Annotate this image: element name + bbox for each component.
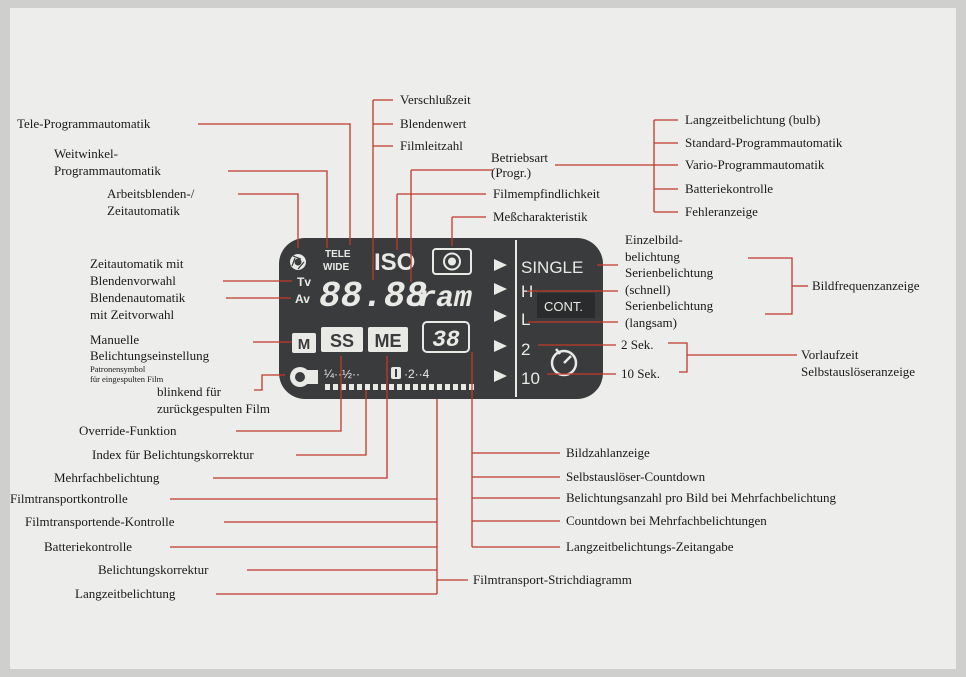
lcd-me-badge: ME <box>368 327 408 352</box>
label-fehleranzeige: Fehleranzeige <box>685 204 758 219</box>
aperture-icon <box>290 254 306 270</box>
label-zeitautomatik-2: Blendenvorwahl <box>90 273 176 288</box>
arrow-icon <box>494 340 507 352</box>
arrow-icon <box>494 283 507 295</box>
label-zwei-sek: 2 Sek. <box>621 337 654 352</box>
lcd-ten: 10 <box>521 369 540 388</box>
label-serien-schnell-2: (schnell) <box>625 282 670 297</box>
label-einzelbild-1: Einzelbild- <box>625 232 683 247</box>
lcd-l: L <box>521 310 530 329</box>
label-blinkend-1: blinkend für <box>157 384 222 399</box>
label-batteriekontrolle-left: Batteriekontrolle <box>44 539 132 554</box>
label-belichtungskorrektur: Belichtungskorrektur <box>98 562 209 577</box>
lcd-scale-right: ·2··4 <box>404 367 430 381</box>
label-filmleitzahl: Filmleitzahl <box>400 138 463 153</box>
lcd-iso: ISO <box>374 249 415 276</box>
label-vorlaufzeit-1: Vorlaufzeit <box>801 347 859 362</box>
label-betriebsart-1: Betriebsart <box>491 150 548 165</box>
label-einzelbild-2: belichtung <box>625 249 680 264</box>
lcd-body <box>279 238 603 399</box>
lcd-m: M <box>298 336 311 353</box>
lcd-cont: CONT. <box>544 299 583 314</box>
label-blendenautomatik-1: Blendenautomatik <box>90 290 186 305</box>
label-filmempfindlichkeit: Filmempfindlichkeit <box>493 186 600 201</box>
label-verschlusszeit: Verschlußzeit <box>400 92 471 107</box>
label-bildfrequenzanzeige: Bildfrequenzanzeige <box>812 278 920 293</box>
lcd-digits: 88.88 <box>319 276 427 317</box>
label-langzeit-zeitangabe: Langzeitbelichtungs-Zeitangabe <box>566 539 734 554</box>
lcd-ram: ram <box>418 282 472 316</box>
cartridge-icon <box>290 367 318 387</box>
label-belichtungsanzahl: Belichtungsanzahl pro Bild bei Mehrfachb… <box>566 490 837 505</box>
lcd-divider <box>515 240 517 397</box>
lcd-wide: WIDE <box>323 262 349 273</box>
label-blendenautomatik-2: mit Zeitvorwahl <box>90 307 175 322</box>
callout-labels: Tele-Programmautomatik Weitwinkel- Progr… <box>10 92 920 601</box>
label-batteriekontrolle-right: Batteriekontrolle <box>685 181 773 196</box>
lcd-scale-left: ¼··½·· <box>324 367 360 381</box>
lcd-ss: SS <box>330 331 354 351</box>
arrow-icon <box>494 370 507 382</box>
label-serien-langsam-1: Serienbelichtung <box>625 298 714 313</box>
label-langzeitbelichtung-left: Langzeitbelichtung <box>75 586 176 601</box>
self-timer-icon <box>550 348 578 377</box>
mode-arrows <box>494 259 507 382</box>
label-weitwinkel-2: Programmautomatik <box>54 163 161 178</box>
label-filmtransportende: Filmtransportende-Kontrolle <box>25 514 175 529</box>
lcd-frame-counter: 38 <box>422 321 470 353</box>
label-tele-programm: Tele-Programmautomatik <box>17 116 151 131</box>
lcd-single: SINGLE <box>521 258 583 277</box>
label-arbeitsblenden-1: Arbeitsblenden-/ <box>107 186 195 201</box>
metering-icon <box>432 248 472 275</box>
label-blendenwert: Blendenwert <box>400 116 467 131</box>
label-weitwinkel-1: Weitwinkel- <box>54 146 118 161</box>
label-override: Override-Funktion <box>79 423 177 438</box>
label-standard-programm: Standard-Programmautomatik <box>685 135 843 150</box>
label-arbeitsblenden-2: Zeitautomatik <box>107 203 180 218</box>
arrow-icon <box>494 310 507 322</box>
label-serien-schnell-1: Serienbelichtung <box>625 265 714 280</box>
label-vario-programm: Vario-Programmautomatik <box>685 157 825 172</box>
label-zeitautomatik-1: Zeitautomatik mit <box>90 256 184 271</box>
label-selbstausloeser-countdown: Selbstauslöser-Countdown <box>566 469 706 484</box>
lcd-two: 2 <box>521 340 530 359</box>
lcd-manual-badge: M <box>292 333 316 353</box>
lcd-av: Av <box>295 292 310 306</box>
label-serien-langsam-2: (langsam) <box>625 315 677 330</box>
label-betriebsart-2: (Progr.) <box>491 165 531 180</box>
label-filmtransport-strich: Filmtransport-Strichdiagramm <box>473 572 632 587</box>
lcd-cont-box <box>537 293 595 318</box>
label-langzeit-bulb: Langzeitbelichtung (bulb) <box>685 112 820 127</box>
lcd-counter: 38 <box>432 327 460 353</box>
lcd-me: ME <box>375 331 402 351</box>
label-messcharakteristik: Meßcharakteristik <box>493 209 588 224</box>
label-countdown-mehrfach: Countdown bei Mehrfachbelichtungen <box>566 513 767 528</box>
label-index-korrektur: Index für Belichtungskorrektur <box>92 447 254 462</box>
label-patronensymbol-1: Patronensymbol <box>90 364 146 374</box>
label-manuelle-2: Belichtungseinstellung <box>90 348 210 363</box>
label-blinkend-2: zurückgespulten Film <box>157 401 270 416</box>
label-filmtransportkontrolle: Filmtransportkontrolle <box>10 491 128 506</box>
lcd-tv: Tv <box>297 275 311 289</box>
lcd-ss-badge: SS <box>321 327 363 352</box>
label-patronensymbol-2: für eingespulten Film <box>90 374 164 384</box>
label-bildzahlanzeige: Bildzahlanzeige <box>566 445 650 460</box>
lcd-panel: TELE WIDE ISO Tv Av 88.88 ram M SS ME 38 <box>279 238 603 399</box>
label-mehrfachbelichtung: Mehrfachbelichtung <box>54 470 160 485</box>
arrow-icon <box>494 259 507 271</box>
scale-zero-icon <box>391 367 401 379</box>
lcd-tele: TELE <box>325 249 351 260</box>
label-manuelle-1: Manuelle <box>90 332 139 347</box>
label-zehn-sek: 10 Sek. <box>621 366 660 381</box>
label-vorlaufzeit-2: Selbstauslöseranzeige <box>801 364 915 379</box>
leader-lines <box>170 99 808 595</box>
